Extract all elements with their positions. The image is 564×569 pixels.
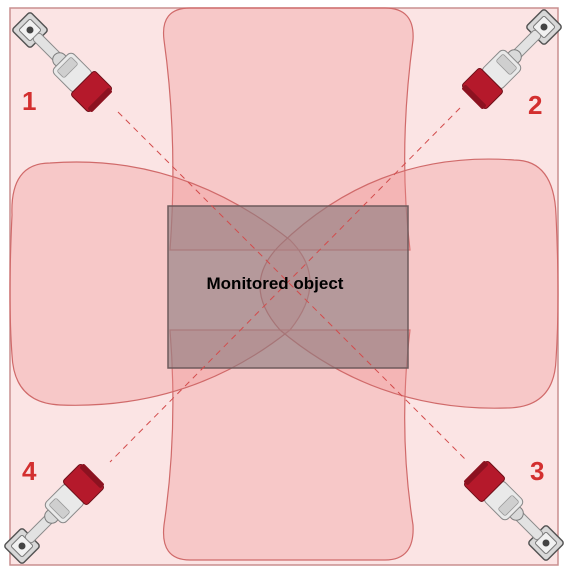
monitored-object [167,205,409,369]
camera-number-4: 4 [22,456,37,486]
sight-line-2-4 [109,107,461,463]
coverage-zone-bottom [162,329,414,561]
sight-line-1-3 [117,111,469,463]
camera-number-3: 3 [530,456,544,486]
camera-number-1: 1 [22,86,36,116]
coverage-zone-top [162,7,414,251]
monitored-object-label: Monitored object [207,274,344,293]
camera-number-2: 2 [528,90,542,120]
sight-lines [109,107,469,463]
